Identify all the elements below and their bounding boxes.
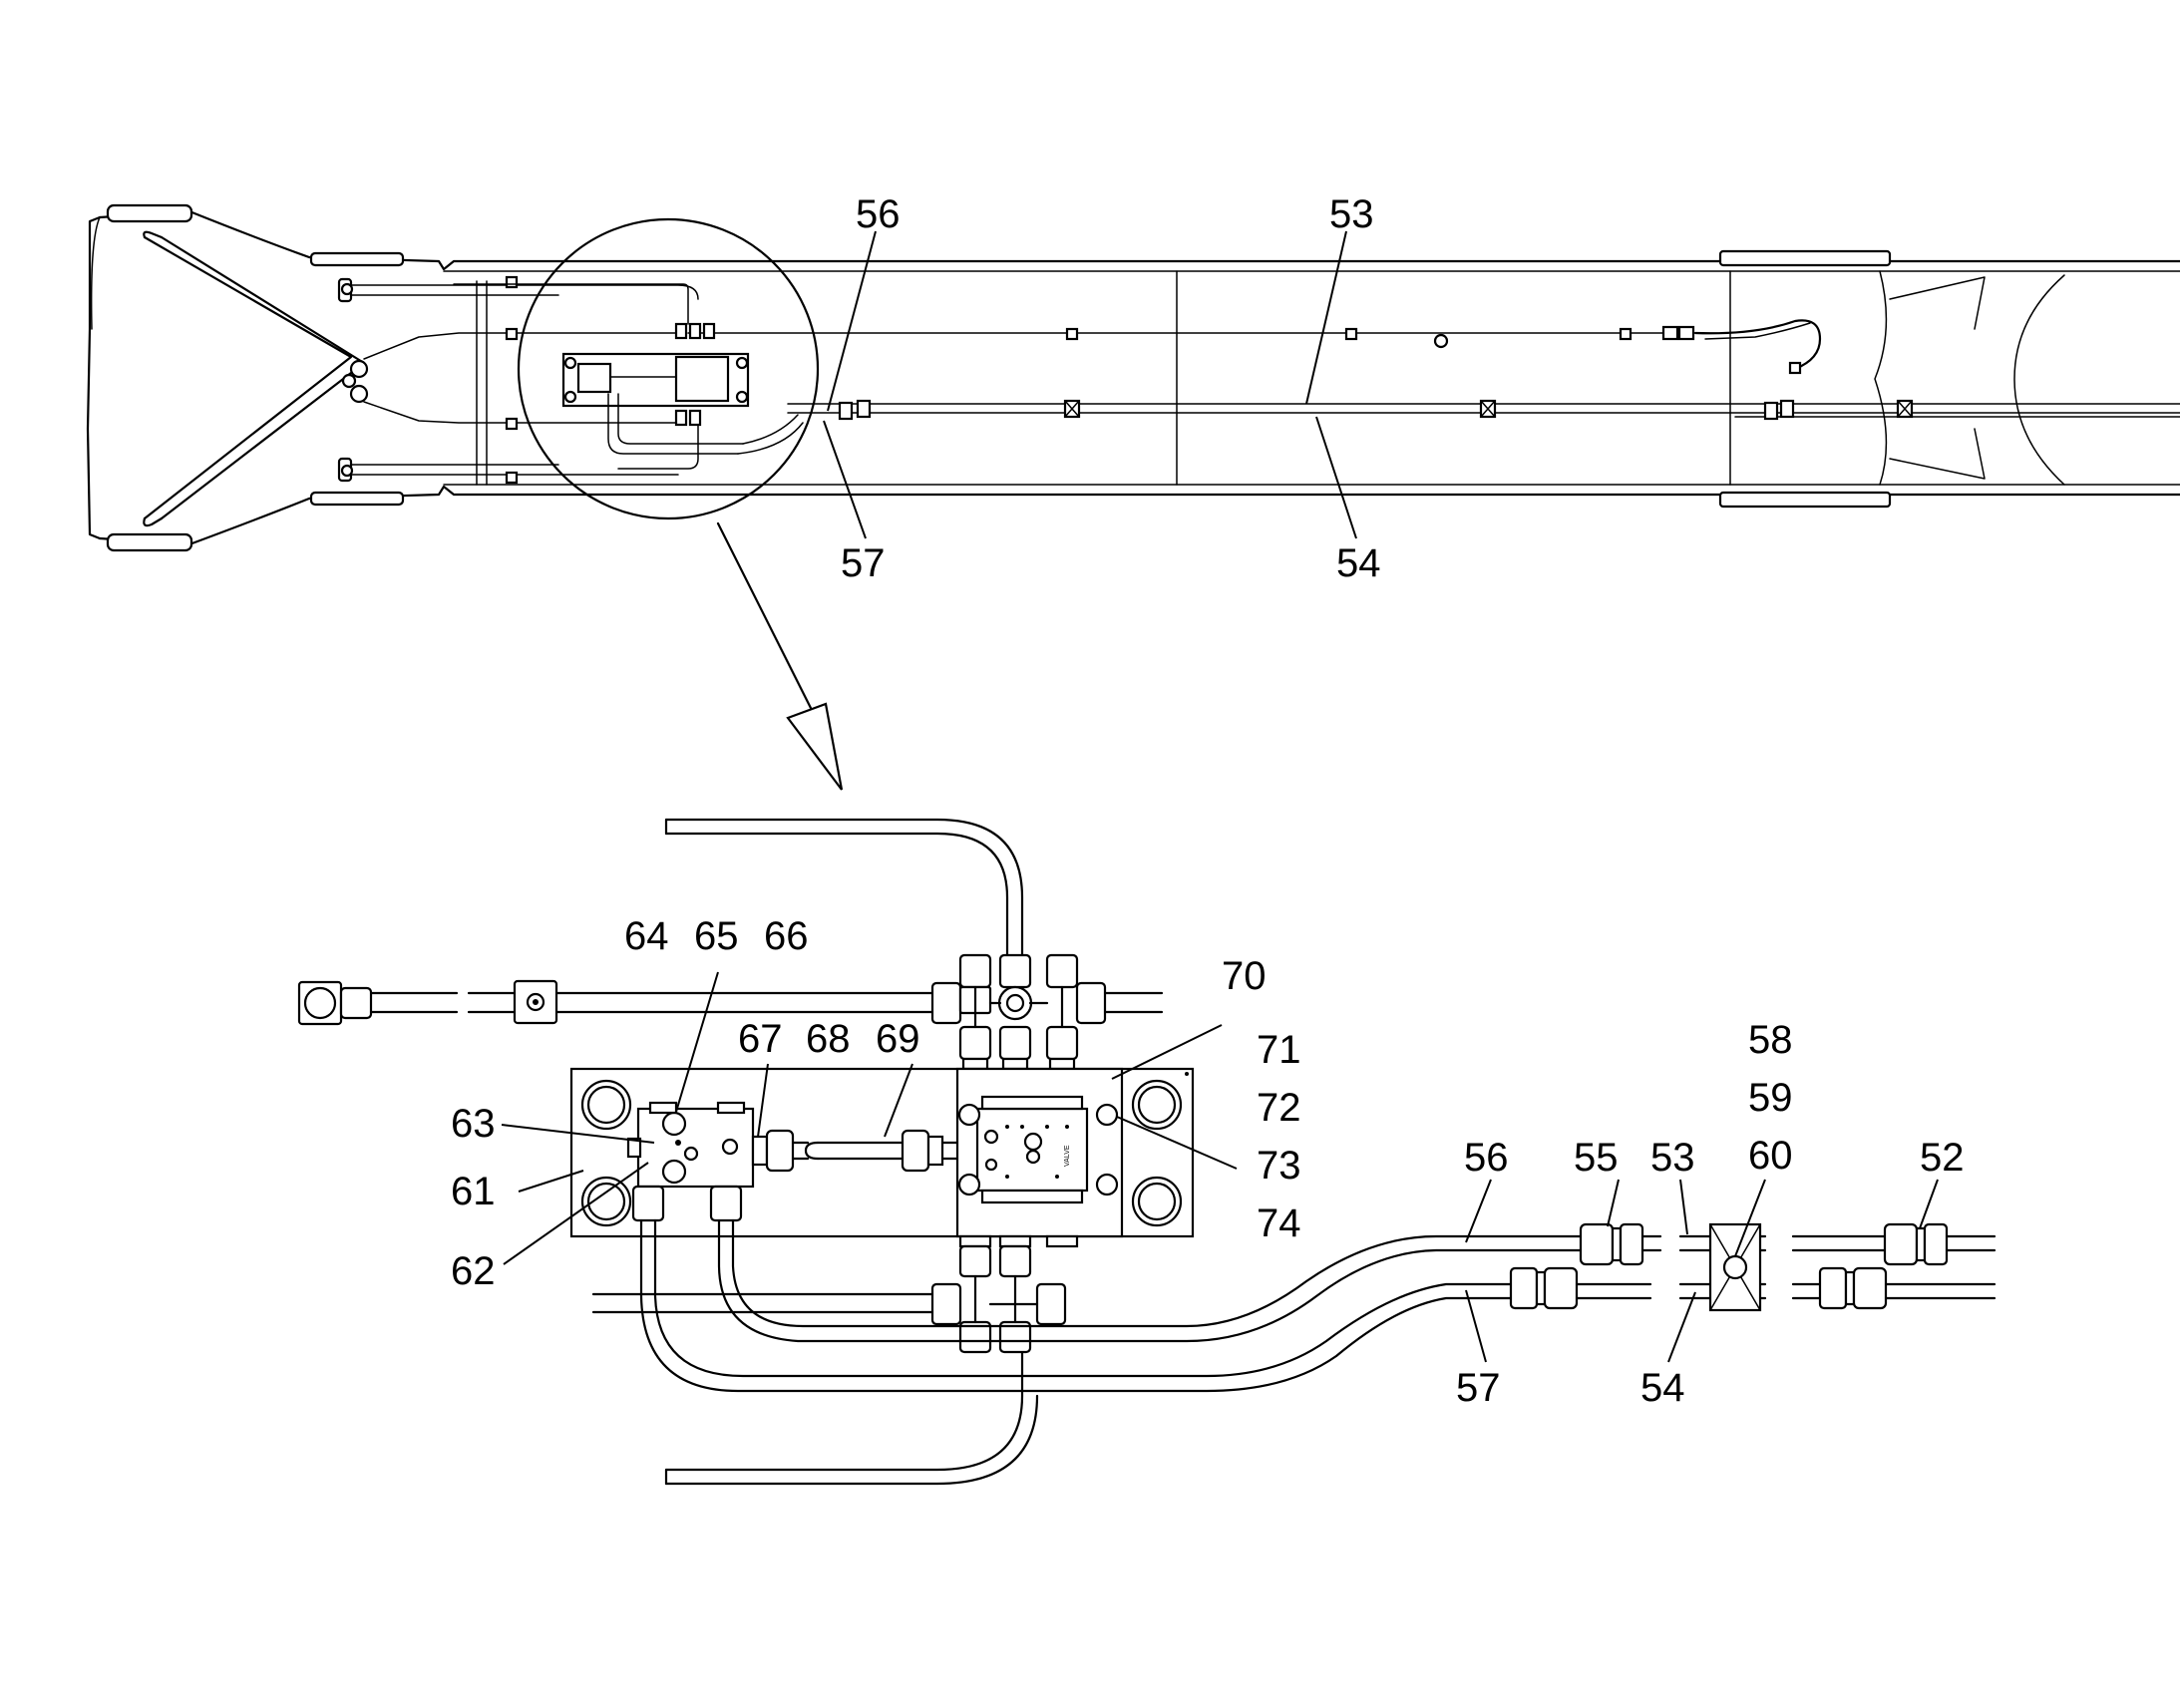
tubes-56-57 — [631, 1185, 1997, 1393]
callout-53-top: 53 — [1329, 192, 1374, 236]
upper-fittings — [930, 953, 1164, 1071]
callout-62: 62 — [451, 1249, 496, 1293]
callout-66: 66 — [764, 914, 809, 958]
leader-lines — [501, 230, 1939, 1363]
callout-55: 55 — [1574, 1136, 1619, 1180]
callout-65: 65 — [694, 914, 739, 958]
callout-61: 61 — [451, 1170, 496, 1213]
callout-67: 67 — [738, 1017, 783, 1061]
callout-68: 68 — [806, 1017, 851, 1061]
boom-head — [86, 203, 2180, 552]
boom-overview — [86, 203, 2180, 552]
callouts: 56 53 57 54 64 65 66 70 71 72 73 74 67 6… — [451, 192, 1965, 1410]
callout-52: 52 — [1920, 1136, 1965, 1180]
callout-64: 64 — [624, 914, 669, 958]
callout-60: 60 — [1748, 1134, 1793, 1178]
callout-63: 63 — [451, 1102, 496, 1146]
detail-arrow — [716, 521, 844, 791]
callout-74: 74 — [1257, 1201, 1301, 1245]
callout-57-top: 57 — [841, 541, 886, 585]
left-line-assembly — [297, 979, 959, 1026]
callout-59: 59 — [1748, 1076, 1793, 1120]
valve-miniature — [453, 283, 804, 470]
detail-circle — [517, 217, 820, 520]
callout-72: 72 — [1257, 1086, 1301, 1130]
callout-54-top: 54 — [1336, 541, 1381, 585]
detail-view: VALVE — [297, 818, 1997, 1486]
callout-71: 71 — [1257, 1028, 1301, 1072]
callout-57-bottom: 57 — [1456, 1366, 1501, 1410]
callout-53-bottom: 53 — [1650, 1136, 1695, 1180]
callout-58: 58 — [1748, 1018, 1793, 1062]
tube-68 — [791, 1129, 959, 1173]
valve-block-right: VALVE — [955, 1067, 1124, 1238]
callout-56-bottom: 56 — [1464, 1136, 1509, 1180]
valve-block-left — [626, 1101, 795, 1189]
callout-56-top: 56 — [856, 192, 901, 236]
callout-70: 70 — [1222, 954, 1267, 998]
callout-69: 69 — [876, 1017, 920, 1061]
boom-body — [443, 249, 2180, 509]
callout-54-bottom: 54 — [1640, 1366, 1685, 1410]
svg-text:VALVE: VALVE — [1064, 1145, 1071, 1167]
lower-fittings — [591, 1234, 1079, 1354]
callout-73: 73 — [1257, 1144, 1301, 1188]
